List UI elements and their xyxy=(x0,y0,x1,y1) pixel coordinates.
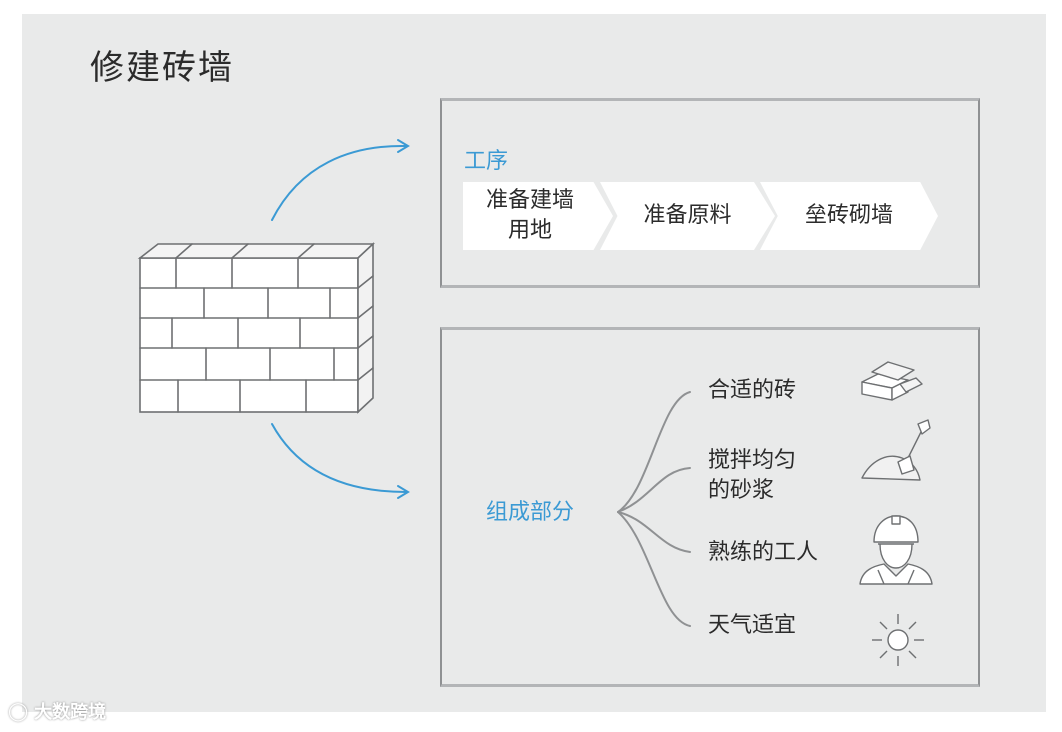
watermark: ◯ 大数跨境 xyxy=(8,700,107,724)
components-label: 组成部分 xyxy=(486,500,575,525)
process-step-prepare-site: 准备建墙 用地 xyxy=(463,182,613,250)
step-label-line1: 准备建墙 xyxy=(485,188,574,213)
component-item-bricks: 合适的砖 xyxy=(708,378,797,403)
process-step-lay-bricks: 垒砖砌墙 xyxy=(760,182,938,250)
process-panel xyxy=(440,98,980,288)
mortar-shovel-icon xyxy=(861,419,931,481)
page-title: 修建砖墙 xyxy=(90,48,234,88)
component-item-mortar: 搅拌均匀 的砂浆 xyxy=(708,448,797,503)
process-label: 工序 xyxy=(464,149,509,174)
step-label-line2: 用地 xyxy=(507,218,552,243)
watermark-logo-icon: ◯ xyxy=(8,700,29,722)
component-item-workers: 熟练的工人 xyxy=(708,540,819,565)
arrow-to-process xyxy=(271,144,407,221)
bricks-icon xyxy=(861,361,923,401)
component-item-weather: 天气适宜 xyxy=(708,613,797,638)
worker-icon xyxy=(859,515,933,585)
components-panel xyxy=(440,327,980,687)
sun-icon xyxy=(872,614,924,666)
step-label-line1: 垒砖砌墙 xyxy=(804,203,893,228)
step-label-line1: 准备原料 xyxy=(643,203,732,228)
arrow-to-components xyxy=(271,423,407,493)
process-step-prepare-materials: 准备原料 xyxy=(600,182,775,250)
